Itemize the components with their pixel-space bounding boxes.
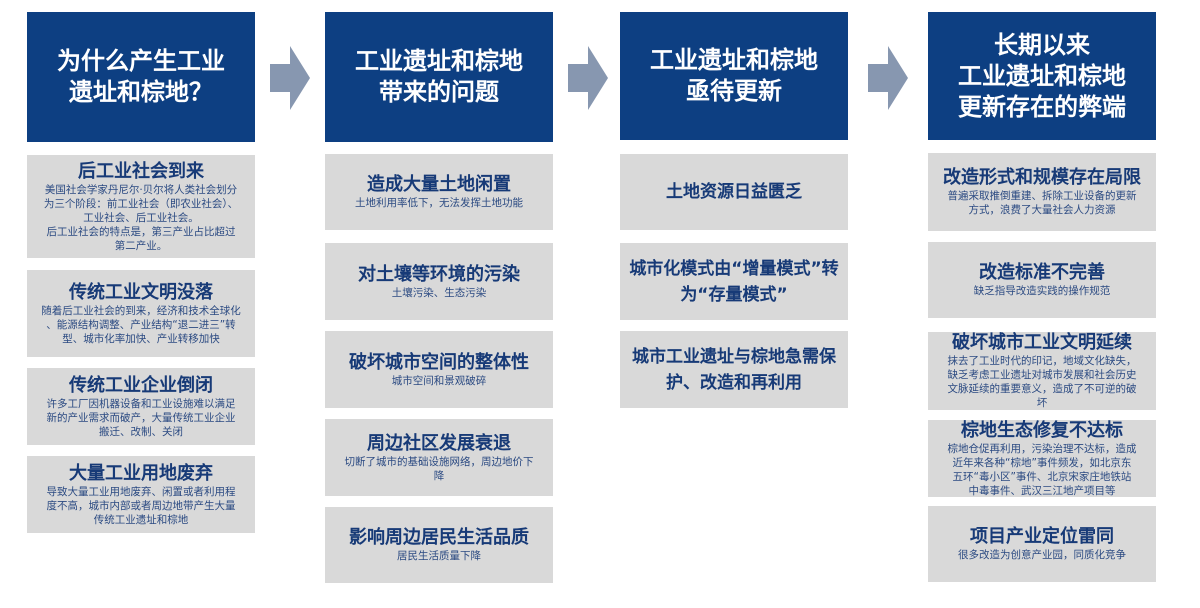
item-box: 城市工业遗址与棕地急需保护、改造和再利用 (620, 331, 848, 408)
item-title: 项目产业定位雷同 (970, 526, 1114, 547)
item-title: 改造形式和规模存在局限 (943, 167, 1141, 188)
item-description: 土地利用率低下，无法发挥土地功能 (355, 197, 523, 209)
item-title: 棕地生态修复不达标 (961, 419, 1123, 441)
item-description: 城市空间和景观破碎 (391, 374, 487, 387)
item-description: 居民生活质量下降 (397, 550, 481, 562)
item-description: 导致大量工业用地废弃、闲置或者利用程 度不高，城市内部或者周边地带产生大量 传统… (46, 485, 236, 526)
item-box: 土地资源日益匮乏 (620, 154, 848, 230)
right-arrow-icon (868, 46, 908, 110)
item-title: 大量工业用地废弃 (69, 462, 213, 484)
item-title: 周边社区发展衰退 (367, 432, 511, 454)
item-box: 棕地生态修复不达标棕地仓促再利用，污染治理不达标，造成 近年来各种“棕地”事件频… (928, 420, 1156, 497)
item-description: 土壤污染、生态污染 (391, 286, 487, 299)
item-title: 土地资源日益匮乏 (666, 182, 802, 202)
item-title: 造成大量土地闲置 (367, 174, 511, 195)
item-box: 周边社区发展衰退切断了城市的基础设施网络，周边地价下 降 (325, 419, 553, 496)
item-box: 传统工业企业倒闭许多工厂因机器设备和工业设施难以满足 新的产业需求而破产，大量传… (27, 368, 255, 445)
right-arrow-icon (568, 46, 608, 110)
item-description: 缺乏指导改造实践的操作规范 (973, 285, 1111, 297)
item-box: 造成大量土地闲置土地利用率低下，无法发挥土地功能 (325, 154, 553, 230)
item-box: 传统工业文明没落随着后工业社会的到来，经济和技术全球化 、能源结构调整、产业结构… (27, 270, 255, 357)
column-header: 为什么产生工业 遗址和棕地？ (27, 12, 255, 142)
item-box: 后工业社会到来美国社会学家丹尼尔·贝尔将人类社会划分 为三个阶段：前工业社会（即… (27, 155, 255, 258)
item-description: 抹去了工业时代的印记，地域文化缺失， 缺乏考虑工业遗址对城市发展和社会历史 文脉… (947, 355, 1137, 409)
item-title: 改造标准不完善 (979, 262, 1105, 283)
column-header: 工业遗址和棕地 亟待更新 (620, 12, 848, 140)
item-description: 棕地仓促再利用，污染治理不达标，造成 近年来各种“棕地”事件频发，如北京东 五环… (947, 442, 1137, 497)
item-box: 改造标准不完善缺乏指导改造实践的操作规范 (928, 242, 1156, 318)
item-box: 大量工业用地废弃导致大量工业用地废弃、闲置或者利用程 度不高，城市内部或者周边地… (27, 456, 255, 533)
item-description: 普遍采取推倒重建、拆除工业设备的更新 方式，浪费了大量社会人力资源 (947, 190, 1137, 216)
item-title: 后工业社会到来 (78, 160, 204, 182)
column-header: 工业遗址和棕地 带来的问题 (325, 12, 553, 142)
column-header: 长期以来 工业遗址和棕地 更新存在的弊端 (928, 12, 1156, 140)
item-title: 影响周边居民生活品质 (349, 527, 529, 548)
item-title: 对土壤等环境的污染 (358, 263, 520, 285)
item-description: 随着后工业社会的到来，经济和技术全球化 、能源结构调整、产业结构“退二进三”转 … (41, 304, 241, 345)
item-title: 城市化模式由“增量模式”转为“存量模式” (629, 258, 839, 305)
item-title: 城市工业遗址与棕地急需保护、改造和再利用 (632, 346, 836, 393)
item-box: 项目产业定位雷同很多改造为创意产业园，同质化竞争 (928, 506, 1156, 582)
item-box: 对土壤等环境的污染土壤污染、生态污染 (325, 243, 553, 320)
item-description: 很多改造为创意产业园，同质化竞争 (958, 549, 1126, 561)
right-arrow-icon (270, 46, 310, 110)
item-description: 切断了城市的基础设施网络，周边地价下 降 (344, 455, 534, 482)
item-box: 破坏城市空间的整体性城市空间和景观破碎 (325, 331, 553, 408)
item-box: 改造形式和规模存在局限普遍采取推倒重建、拆除工业设备的更新 方式，浪费了大量社会… (928, 153, 1156, 231)
item-description: 美国社会学家丹尼尔·贝尔将人类社会划分 为三个阶段：前工业社会（即农业社会）、 … (43, 183, 239, 252)
item-title: 破坏城市空间的整体性 (349, 351, 529, 373)
item-box: 破坏城市工业文明延续抹去了工业时代的印记，地域文化缺失， 缺乏考虑工业遗址对城市… (928, 332, 1156, 410)
item-title: 破坏城市工业文明延续 (952, 332, 1132, 353)
item-title: 传统工业企业倒闭 (69, 374, 213, 396)
item-box: 影响周边居民生活品质居民生活质量下降 (325, 507, 553, 583)
item-box: 城市化模式由“增量模式”转为“存量模式” (620, 243, 848, 320)
item-title: 传统工业文明没落 (69, 281, 213, 303)
item-description: 许多工厂因机器设备和工业设施难以满足 新的产业需求而破产，大量传统工业企业 搬迁… (46, 397, 236, 438)
